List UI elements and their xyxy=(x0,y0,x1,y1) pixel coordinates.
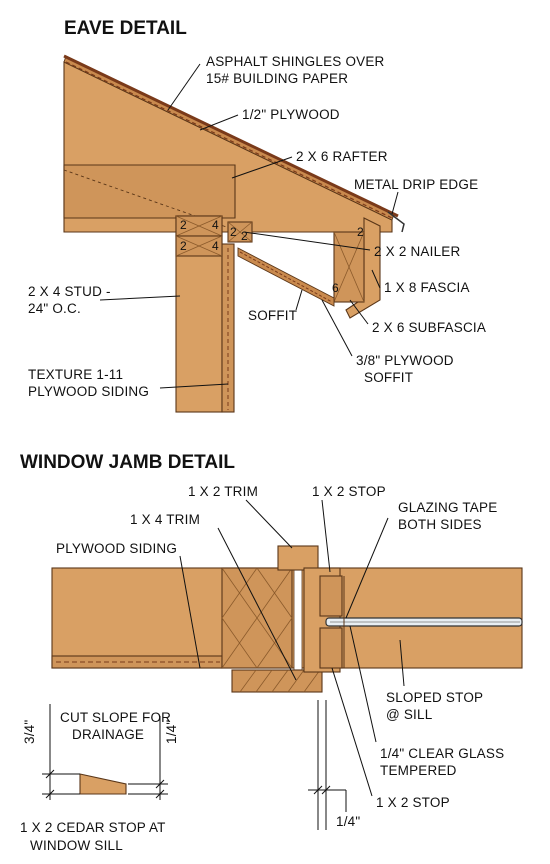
label-glazing-2: BOTH SIDES xyxy=(398,517,482,532)
leader-shingles xyxy=(167,63,201,111)
dim-tick-2 xyxy=(321,785,331,795)
leader-stop-bottom xyxy=(331,667,373,797)
leader-plywood-soffit xyxy=(321,299,353,357)
label-dim-left: 3/4" xyxy=(22,720,37,744)
soffit-hatch xyxy=(239,251,333,303)
label-glass-1: 1/4" CLEAR GLASS xyxy=(380,746,504,761)
cedar-stop-profile xyxy=(79,773,127,795)
trim-1x2 xyxy=(277,545,319,571)
label-siding-2: PLYWOOD SIDING xyxy=(28,384,149,399)
subfascia-x-2 xyxy=(333,231,365,303)
label-plywood-soffit-2: SOFFIT xyxy=(364,370,413,385)
dim-left-tick-2 xyxy=(45,789,55,799)
cedar-stop-inset: CUT SLOPE FOR DRAINAGE 3/4" 1/4" 1 X 2 C… xyxy=(20,704,179,853)
drip-edge xyxy=(387,211,405,233)
plate-a-x2 xyxy=(175,215,223,237)
eave-detail: EAVE DETAIL 2 6 xyxy=(28,18,486,413)
nailer-mark-a: 2 xyxy=(230,225,237,239)
subfascia-mark: 6 xyxy=(332,281,339,295)
stop-bottom xyxy=(319,627,343,669)
stop-top xyxy=(319,575,343,617)
leader-glazing xyxy=(345,517,389,619)
fascia-mark: 2 xyxy=(357,225,364,239)
label-stop-top: 1 X 2 STOP xyxy=(312,484,386,499)
leader-glass xyxy=(349,625,377,743)
label-drip-edge: METAL DRIP EDGE xyxy=(354,177,478,192)
label-sloped-stop-2: @ SILL xyxy=(386,707,433,722)
label-shingles-1: ASPHALT SHINGLES OVER xyxy=(206,54,385,69)
trim-hatch-4 xyxy=(287,669,305,693)
leader-stud xyxy=(99,295,181,301)
label-glass-2: TEMPERED xyxy=(380,763,457,778)
trim-hatch-1 xyxy=(239,669,257,693)
jamb-stud-x4 xyxy=(256,567,293,619)
plate-b-mark-right: 4 xyxy=(212,239,219,253)
jamb-stud-x6 xyxy=(256,617,293,669)
label-plywood-siding: PLYWOOD SIDING xyxy=(56,541,177,556)
label-stud-1: 2 X 4 STUD - xyxy=(28,284,111,299)
label-plywood: 1/2" PLYWOOD xyxy=(242,107,340,122)
leader-stop-top xyxy=(321,499,331,573)
leader-fascia xyxy=(371,269,381,289)
label-fascia: 1 X 8 FASCIA xyxy=(384,280,470,295)
label-dim-right: 1/4" xyxy=(164,720,179,744)
label-rafter: 2 X 6 RAFTER xyxy=(296,149,388,164)
leader-drip xyxy=(391,191,399,215)
label-caption-2: WINDOW SILL xyxy=(30,838,123,853)
trim-hatch-2 xyxy=(255,669,273,693)
leader-soffit xyxy=(295,289,303,311)
jamb-stud-x5 xyxy=(221,617,258,669)
leader-siding xyxy=(159,383,229,389)
shingles-line xyxy=(63,54,399,218)
plate-b-x2 xyxy=(175,235,223,257)
plate-a-mark-right: 4 xyxy=(212,218,219,232)
jamb-stud-x3 xyxy=(221,567,258,619)
label-soffit: SOFFIT xyxy=(248,308,297,323)
label-quarter-dim: 1/4" xyxy=(336,814,360,829)
plate-b-mark-left: 2 xyxy=(180,239,187,253)
label-cut-slope-2: DRAINAGE xyxy=(72,727,144,742)
label-subfascia: 2 X 6 SUBFASCIA xyxy=(372,320,486,335)
nailer-mark-b: 2 xyxy=(241,229,248,243)
dim-right-tick-1 xyxy=(155,779,165,789)
label-sloped-stop-1: SLOPED STOP xyxy=(386,690,483,705)
leader-trim-1x4 xyxy=(217,527,297,681)
nailer-x2 xyxy=(227,221,253,243)
label-stud-2: 24" O.C. xyxy=(28,301,81,316)
plate-a-mark-left: 2 xyxy=(180,218,187,232)
label-cut-slope-1: CUT SLOPE FOR xyxy=(60,710,171,725)
trim-hatch-5 xyxy=(303,669,321,693)
label-shingles-2: 15# BUILDING PAPER xyxy=(206,71,348,86)
shim-gap xyxy=(293,567,303,673)
leader-rafter xyxy=(231,156,293,179)
window-jamb-detail: WINDOW JAMB DETAIL xyxy=(20,452,523,830)
leader-subfascia xyxy=(349,299,369,325)
leader-nailer xyxy=(243,231,371,251)
label-siding-1: TEXTURE 1-11 xyxy=(28,367,123,382)
leader-plywood xyxy=(199,114,239,131)
label-nailer: 2 X 2 NAILER xyxy=(374,244,460,259)
label-plywood-soffit-1: 3/8" PLYWOOD xyxy=(356,353,454,368)
ceiling-joist xyxy=(63,164,236,219)
label-caption-1: 1 X 2 CEDAR STOP AT xyxy=(20,820,166,835)
label-stop-bottom: 1 X 2 STOP xyxy=(376,795,450,810)
window-jamb-title: WINDOW JAMB DETAIL xyxy=(20,452,235,473)
jamb-stud-x2 xyxy=(221,567,293,669)
eave-detail-title: EAVE DETAIL xyxy=(64,18,187,39)
leader-siding xyxy=(179,555,201,669)
dim-tick-1 xyxy=(313,785,323,795)
dim-right-tick-2 xyxy=(155,789,165,799)
leader-trim-1x2 xyxy=(245,499,293,549)
trim-hatch-3 xyxy=(271,669,289,693)
building-paper-line xyxy=(65,61,393,219)
trim-1x4 xyxy=(231,669,323,693)
label-glazing-1: GLAZING TAPE xyxy=(398,500,497,515)
label-trim-1x2: 1 X 2 TRIM xyxy=(188,484,258,499)
leader-sloped-stop xyxy=(399,639,405,687)
label-trim-1x4: 1 X 4 TRIM xyxy=(130,512,200,527)
dim-left-tick-1 xyxy=(45,769,55,779)
